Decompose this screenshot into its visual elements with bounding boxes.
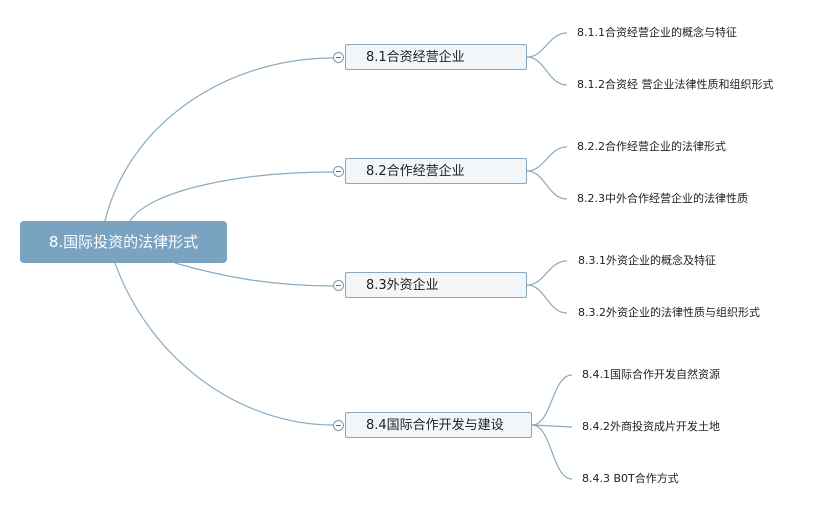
subtopic-8-1-1[interactable]: 8.1.1合资经营企业的概念与特征 bbox=[577, 26, 737, 39]
subtopic-8-1-2[interactable]: 8.1.2合资经 营企业法律性质和组织形式 bbox=[577, 78, 774, 91]
subtopic-8-3-2[interactable]: 8.3.2外资企业的法律性质与组织形式 bbox=[578, 306, 760, 319]
collapse-icon[interactable] bbox=[333, 166, 344, 177]
subtopic-8-4-2[interactable]: 8.4.2外商投资成片开发土地 bbox=[582, 420, 720, 433]
topic-8-1[interactable]: 8.1合资经营企业 bbox=[345, 44, 527, 70]
subtopic-8-2-3[interactable]: 8.2.3中外合作经营企业的法律性质 bbox=[577, 192, 748, 205]
subtopic-8-4-3[interactable]: 8.4.3 B0T合作方式 bbox=[582, 472, 679, 485]
collapse-icon[interactable] bbox=[333, 280, 344, 291]
subtopic-8-2-2[interactable]: 8.2.2合作经营企业的法律形式 bbox=[577, 140, 726, 153]
topic-8-3[interactable]: 8.3外资企业 bbox=[345, 272, 527, 298]
subtopic-8-3-1[interactable]: 8.3.1外资企业的概念及特征 bbox=[578, 254, 716, 267]
collapse-icon[interactable] bbox=[333, 52, 344, 63]
collapse-icon[interactable] bbox=[333, 420, 344, 431]
topic-8-4[interactable]: 8.4国际合作开发与建设 bbox=[345, 412, 532, 438]
root-topic[interactable]: 8.国际投资的法律形式 bbox=[20, 221, 227, 263]
subtopic-8-4-1[interactable]: 8.4.1国际合作开发自然资源 bbox=[582, 368, 720, 381]
topic-8-2[interactable]: 8.2合作经营企业 bbox=[345, 158, 527, 184]
